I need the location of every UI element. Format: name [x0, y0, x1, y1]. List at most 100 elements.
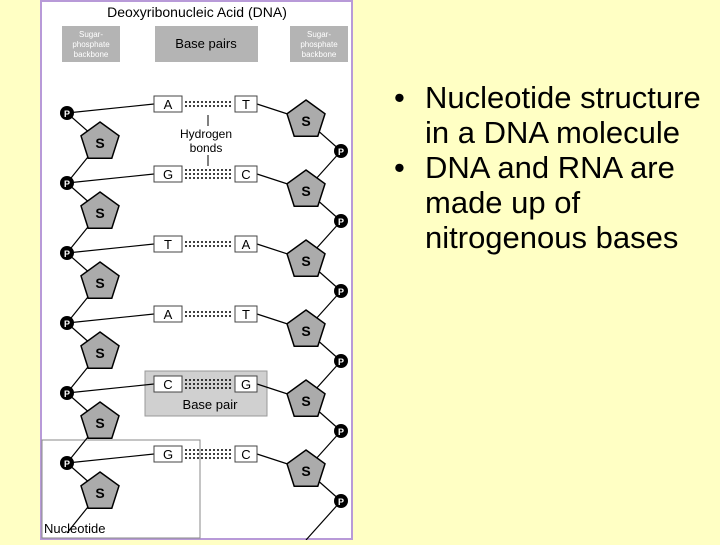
right-base-box — [234, 375, 258, 393]
left-base-link — [66, 453, 155, 464]
diagram-title: Deoxyribonucleic Acid (DNA) — [107, 4, 287, 20]
left-base-box — [153, 375, 183, 393]
header-right-box — [290, 26, 348, 62]
right-backbone-link — [305, 500, 342, 541]
right-sugar — [286, 99, 326, 137]
left-base-link — [66, 313, 155, 324]
left-base-label: T — [164, 237, 172, 252]
left-base-box — [153, 305, 183, 323]
left-sugar — [80, 401, 120, 439]
left-sugar-label: S — [95, 205, 104, 221]
right-sugar — [286, 379, 326, 417]
left-sugar-label: S — [95, 275, 104, 291]
header-left-box — [62, 26, 120, 62]
left-base-box — [153, 165, 183, 183]
right-sugar-label: S — [301, 463, 310, 479]
right-phosphate-label: P — [338, 147, 344, 157]
left-sugar — [80, 121, 120, 159]
hydrogen-bonds-label-line-2: bonds — [190, 141, 223, 155]
right-base-box — [234, 305, 258, 323]
left-sugar-label: S — [95, 135, 104, 151]
left-base-box — [153, 445, 183, 463]
left-base-label: A — [164, 307, 173, 322]
left-phosphate-label: P — [64, 459, 70, 469]
right-sugar-label: S — [301, 183, 310, 199]
header-right-line-2: phosphate — [300, 40, 338, 49]
right-phosphate — [334, 284, 348, 298]
right-base-label: C — [241, 447, 250, 462]
left-base-link — [66, 173, 155, 184]
bullet-item-nucleotide-structure: Nucleotide structure in a DNA molecule — [392, 80, 712, 150]
right-base-box — [234, 95, 258, 113]
left-sugar-label: S — [95, 345, 104, 361]
hydrogen-bonds-label-line-1: Hydrogen — [180, 127, 232, 141]
right-phosphate-label: P — [338, 497, 344, 507]
right-sugar — [286, 449, 326, 487]
left-base-label: G — [163, 447, 173, 462]
left-base-link — [66, 103, 155, 114]
left-base-box — [153, 95, 183, 113]
right-sugar-label: S — [301, 253, 310, 269]
right-base-box — [234, 165, 258, 183]
left-phosphate — [60, 316, 74, 330]
left-phosphate — [60, 246, 74, 260]
left-phosphate — [60, 106, 74, 120]
right-phosphate — [334, 354, 348, 368]
right-base-label: T — [242, 307, 250, 322]
left-phosphate — [60, 176, 74, 190]
right-sugar-label: S — [301, 323, 310, 339]
left-sugar-label: S — [95, 485, 104, 501]
left-base-label: C — [163, 377, 172, 392]
base-pair-label: Base pair — [183, 397, 239, 412]
header-left-line-2: phosphate — [72, 40, 110, 49]
right-base-label: G — [241, 377, 251, 392]
right-phosphate-label: P — [338, 427, 344, 437]
right-phosphate-label: P — [338, 357, 344, 367]
bullet-list: Nucleotide structure in a DNA molecule D… — [392, 80, 712, 255]
left-phosphate-label: P — [64, 249, 70, 259]
right-sugar — [286, 239, 326, 277]
left-phosphate-label: P — [64, 319, 70, 329]
nucleotide-highlight — [41, 439, 201, 539]
base-pair-rows: S P S P A T S P S P G C S P S P T A S P S P A T S P S P C G S P S P G C — [60, 95, 348, 509]
left-base-label: A — [164, 97, 173, 112]
header-right-line-1: Sugar- — [307, 30, 331, 39]
right-sugar — [286, 169, 326, 207]
left-phosphate-label: P — [64, 109, 70, 119]
right-sugar — [286, 309, 326, 347]
left-phosphate-label: P — [64, 389, 70, 399]
right-base-label: T — [242, 97, 250, 112]
right-phosphate — [334, 144, 348, 158]
header-left-line-3: backbone — [74, 50, 109, 59]
right-phosphate — [334, 214, 348, 228]
left-base-link — [66, 383, 155, 394]
right-base-label: A — [242, 237, 251, 252]
dna-diagram: Deoxyribonucleic Acid (DNA) Sugar- phosp… — [40, 0, 354, 541]
header-right-line-3: backbone — [302, 50, 337, 59]
right-phosphate-label: P — [338, 217, 344, 227]
right-base-label: C — [241, 167, 250, 182]
header-left-line-1: Sugar- — [79, 30, 103, 39]
header-center-label: Base pairs — [175, 36, 237, 51]
header-center-box — [155, 26, 258, 62]
right-sugar-label: S — [301, 113, 310, 129]
left-phosphate — [60, 456, 74, 470]
left-phosphate — [60, 386, 74, 400]
right-base-box — [234, 445, 258, 463]
left-sugar — [80, 471, 120, 509]
dna-diagram-svg: Deoxyribonucleic Acid (DNA) Sugar- phosp… — [40, 0, 353, 541]
nucleotide-label: Nucleotide — [44, 521, 105, 536]
left-phosphate-label: P — [64, 179, 70, 189]
right-phosphate — [334, 494, 348, 508]
right-phosphate — [334, 424, 348, 438]
left-sugar — [80, 191, 120, 229]
bullet-item-dna-rna-bases: DNA and RNA are made up of nitrogenous b… — [392, 150, 712, 255]
right-phosphate-label: P — [338, 287, 344, 297]
right-sugar-label: S — [301, 393, 310, 409]
left-base-box — [153, 235, 183, 253]
left-sugar-label: S — [95, 415, 104, 431]
right-base-box — [234, 235, 258, 253]
left-sugar — [80, 261, 120, 299]
left-base-label: G — [163, 167, 173, 182]
left-sugar — [80, 331, 120, 369]
